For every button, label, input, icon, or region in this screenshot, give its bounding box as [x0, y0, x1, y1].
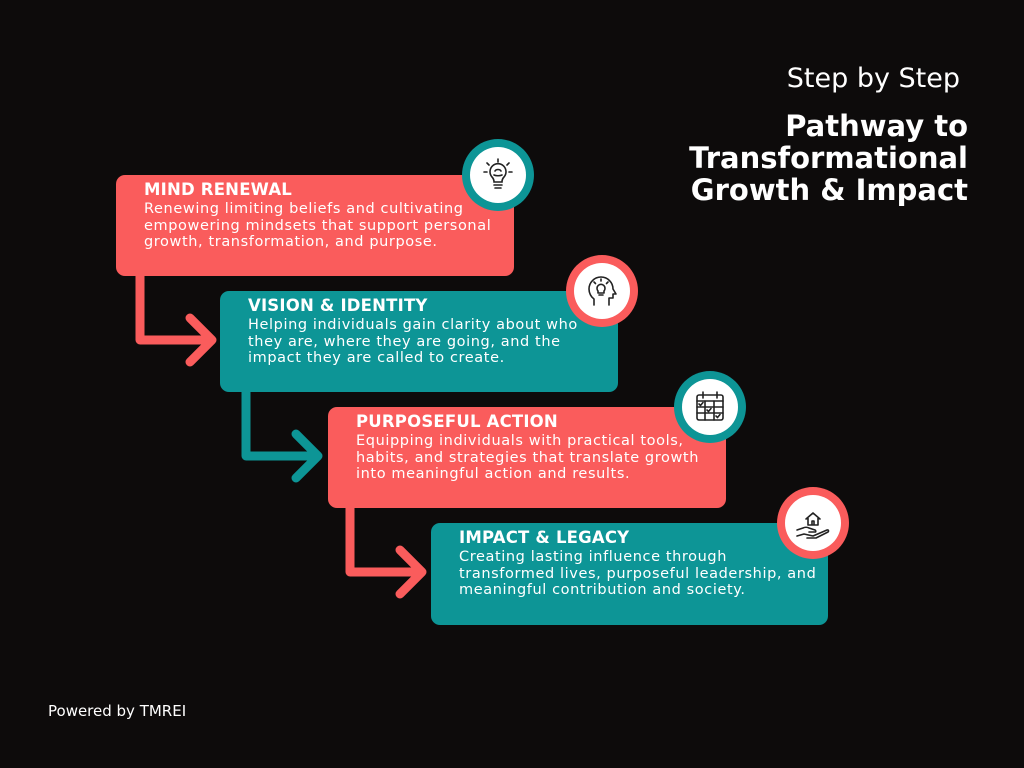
- step-description: Equipping individuals with practical too…: [356, 433, 699, 482]
- connector-arrow-3: [345, 503, 427, 599]
- title-line-2: Transformational: [689, 141, 968, 175]
- step-badge-mind-renewal: [462, 139, 534, 211]
- footer-powered-by: Powered by TMREI: [48, 702, 187, 720]
- step-description: Helping individuals gain clarity about w…: [248, 317, 578, 366]
- step-badge-purposeful-action: [674, 371, 746, 443]
- step-description: Renewing limiting beliefs and cultivatin…: [144, 201, 492, 250]
- connector-arrow-1: [135, 271, 217, 367]
- title-line-1: Pathway to: [785, 109, 968, 143]
- calendar-checklist-icon: [696, 391, 724, 421]
- step-description: Creating lasting influence through trans…: [459, 549, 817, 598]
- hand-house-icon: [796, 512, 830, 539]
- lightbulb-brain-icon: [483, 158, 513, 189]
- step-card-mind-renewal: MIND RENEWAL Renewing limiting beliefs a…: [116, 175, 514, 276]
- head-lightbulb-icon: [588, 276, 617, 306]
- header-subtitle: Step by Step: [786, 63, 960, 94]
- title-line-3: Growth & Impact: [690, 173, 968, 207]
- step-title: PURPOSEFUL ACTION: [356, 412, 558, 431]
- step-card-vision-identity: VISION & IDENTITY Helping individuals ga…: [220, 291, 618, 392]
- step-card-purposeful-action: PURPOSEFUL ACTION Equipping individuals …: [328, 407, 726, 508]
- page-title: Pathway to Transformational Growth & Imp…: [638, 110, 968, 206]
- step-title: MIND RENEWAL: [144, 180, 293, 199]
- connector-arrow-2: [241, 387, 323, 483]
- step-card-impact-legacy: IMPACT & LEGACY Creating lasting influen…: [431, 523, 828, 625]
- step-title: IMPACT & LEGACY: [459, 528, 630, 547]
- step-title: VISION & IDENTITY: [248, 296, 428, 315]
- step-badge-vision-identity: [566, 255, 638, 327]
- step-badge-impact-legacy: [777, 487, 849, 559]
